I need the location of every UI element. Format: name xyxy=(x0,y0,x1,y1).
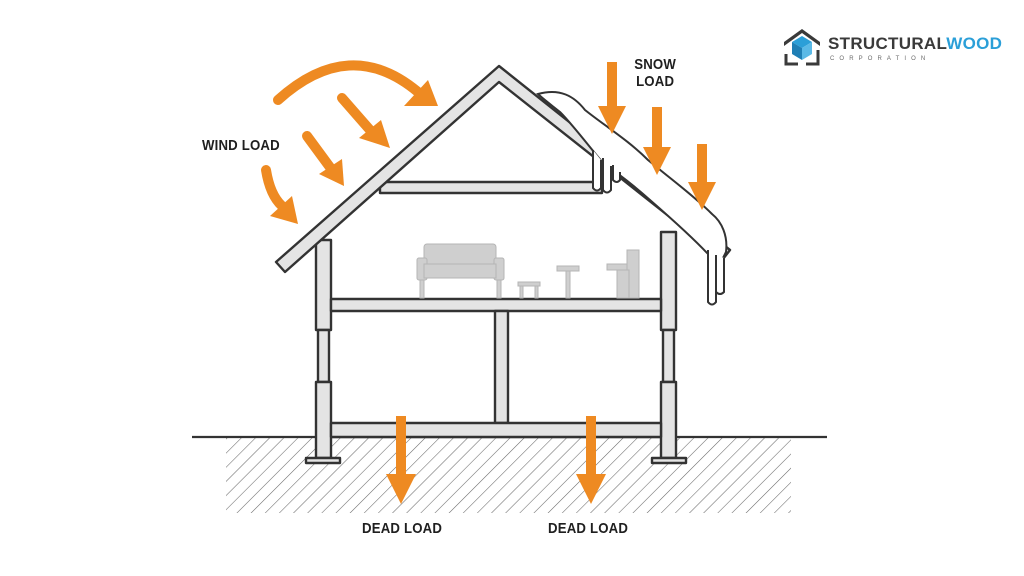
icicle xyxy=(715,255,725,295)
wind-curved-arrow-icon xyxy=(261,165,287,211)
sofa-seat xyxy=(423,263,497,279)
chair-seat xyxy=(606,263,630,271)
dead-load-arrows xyxy=(386,416,606,504)
icicle xyxy=(612,165,621,183)
arrowhead-icon xyxy=(359,120,390,148)
dead-load-arrow-icon xyxy=(576,416,606,504)
sofa-leg xyxy=(419,279,425,299)
structuralwood-logo: STRUCTURALWOOD CORPORATION xyxy=(780,26,1010,74)
right-wall-joint xyxy=(661,328,676,384)
center-post xyxy=(493,309,510,425)
bar-table-stem xyxy=(565,270,571,299)
dead-load-label-left: DEAD LOAD xyxy=(362,520,443,537)
furniture-icon xyxy=(416,243,640,299)
snow-arrow-icon xyxy=(598,62,626,134)
left-wall-upper xyxy=(314,238,333,332)
snow-load-label-line1: SNOW xyxy=(634,56,677,73)
chair-base xyxy=(616,269,630,299)
right-footing xyxy=(650,456,688,465)
ground-hatching xyxy=(226,437,791,513)
house-frame xyxy=(274,64,732,465)
icicle xyxy=(592,150,602,192)
ground-floor-beam xyxy=(329,421,663,439)
upper-floor-beam xyxy=(329,297,663,313)
wind-diagonal-arrow-icon xyxy=(337,93,375,135)
snow-load-arrows xyxy=(598,62,716,210)
dead-load-label-right: DEAD LOAD xyxy=(548,520,629,537)
arrowhead-icon xyxy=(270,196,298,224)
side-table-leg xyxy=(519,285,524,299)
dead-load-arrow-icon xyxy=(386,416,416,504)
side-table-leg xyxy=(534,285,539,299)
snow-arrow-icon xyxy=(688,144,716,210)
logo-name-part1: STRUCTURAL xyxy=(828,34,947,53)
right-wall-upper xyxy=(659,230,678,332)
wind-diagonal-arrow-icon xyxy=(302,131,337,175)
house-cube-logo-icon xyxy=(784,29,820,66)
icicle xyxy=(602,158,612,194)
bar-table-top xyxy=(556,265,580,272)
wind-arrows xyxy=(261,60,438,224)
snow-load-label: SNOW LOAD xyxy=(634,56,676,90)
logo-wordmark: STRUCTURALWOOD xyxy=(828,34,1002,54)
snow-arrow-icon xyxy=(643,107,671,175)
arrowhead-icon xyxy=(404,80,438,106)
ceiling-joist xyxy=(378,180,604,195)
wind-curved-arrow-icon xyxy=(273,60,423,105)
arrowhead-icon xyxy=(319,159,344,186)
logo-name-part2: WOOD xyxy=(946,34,1003,53)
left-footing xyxy=(304,456,342,465)
right-wall-lower xyxy=(659,380,678,460)
sofa-leg xyxy=(496,279,502,299)
side-table-top xyxy=(517,281,541,287)
snow-load-label-line2: LOAD xyxy=(636,73,675,90)
gable-roof xyxy=(274,64,732,274)
icicle xyxy=(707,250,717,306)
sofa-back xyxy=(423,243,497,265)
wind-load-label: WIND LOAD xyxy=(202,137,280,154)
logo-subtitle: CORPORATION xyxy=(830,56,931,62)
left-wall-lower xyxy=(314,380,333,460)
left-wall-joint xyxy=(316,328,331,384)
